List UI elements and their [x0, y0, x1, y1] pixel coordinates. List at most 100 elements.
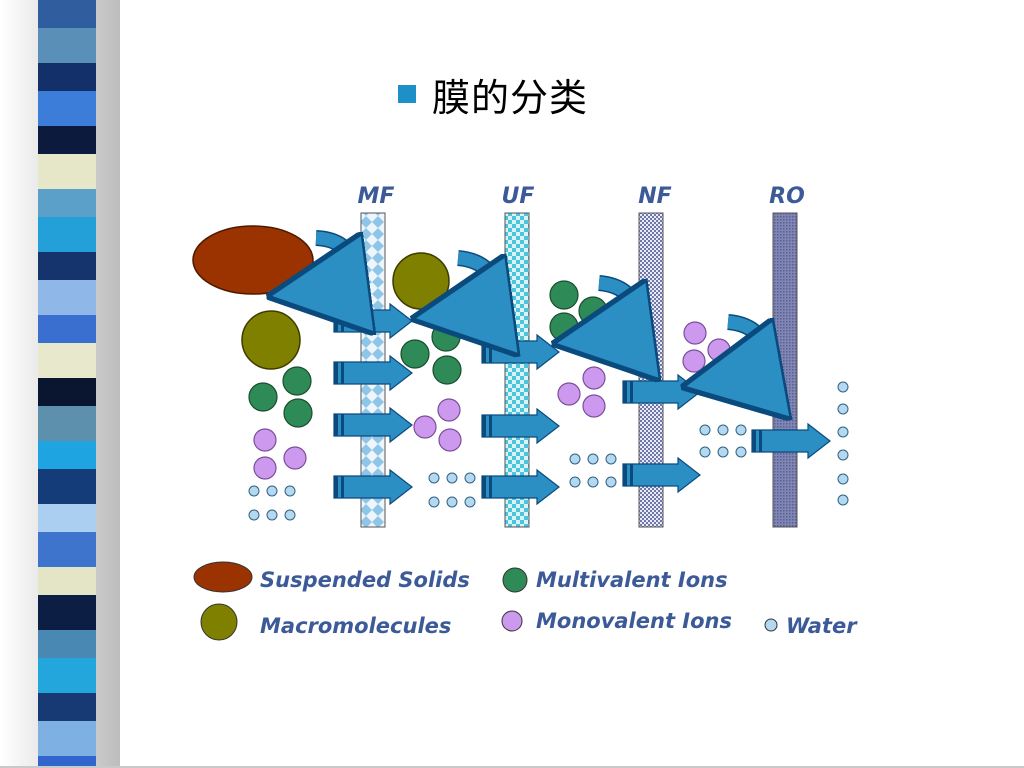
water-molecule — [837, 494, 849, 506]
flow-arrow-tail — [334, 362, 338, 384]
water-molecule — [284, 509, 296, 521]
water-molecule — [699, 446, 711, 458]
monovalent-ion-particle — [683, 321, 707, 345]
membrane-label-uf: UF — [502, 184, 535, 209]
legend-label-monovalent-ions: Monovalent Ions — [536, 609, 732, 633]
flow-arrow-tail — [482, 415, 486, 437]
legend-swatch-water — [764, 618, 778, 632]
macromolecule-particle — [241, 310, 301, 370]
strip-band — [38, 315, 96, 343]
rejection-arrow — [458, 251, 494, 312]
water-molecule — [569, 453, 581, 465]
flow-arrow-tail — [489, 476, 492, 498]
multivalent-ion-particle — [282, 366, 312, 396]
strip-band — [38, 504, 96, 532]
water-molecule — [464, 472, 476, 484]
water-molecule — [837, 473, 849, 485]
water-molecule — [837, 426, 849, 438]
strip-band — [38, 441, 96, 469]
strip-band — [38, 721, 96, 756]
water-molecule — [699, 424, 711, 436]
strip-band — [38, 756, 96, 768]
strip-band — [38, 189, 96, 217]
water-molecule — [837, 449, 849, 461]
flow-arrow — [333, 354, 413, 392]
water-molecule — [464, 496, 476, 508]
flow-arrow-tail — [759, 430, 762, 452]
strip-band — [38, 595, 96, 630]
flow-arrow-tail — [623, 381, 627, 403]
slide-title: 膜的分类 — [398, 66, 588, 122]
flow-arrow-tail — [482, 476, 486, 498]
water-molecule — [837, 403, 849, 415]
membrane-label-mf: MF — [358, 184, 395, 209]
rejection-arrow — [316, 231, 352, 290]
legend: Suspended Solids Multivalent Ions Macrom… — [193, 561, 858, 641]
strip-band — [38, 378, 96, 406]
legend-label-water: Water — [786, 614, 858, 638]
water-molecule — [735, 424, 747, 436]
strip-band — [38, 0, 96, 28]
flow-arrow-tail — [623, 464, 627, 486]
water-molecule — [605, 453, 617, 465]
legend-swatch-macromolecules — [200, 603, 238, 641]
monovalent-ion-particle — [437, 398, 461, 422]
flow-arrow — [333, 406, 413, 444]
water-molecule — [446, 496, 458, 508]
strip-band — [38, 252, 96, 280]
multivalent-ion-particle — [400, 339, 430, 369]
flow-arrow-tail — [334, 414, 338, 436]
water-molecule — [266, 485, 278, 497]
multivalent-ion-particle — [431, 322, 461, 352]
monovalent-ion-particle — [682, 349, 706, 373]
water-molecule — [446, 472, 458, 484]
water-molecule — [717, 424, 729, 436]
monovalent-ion-particle — [253, 428, 277, 452]
decorative-side-strip — [0, 0, 120, 768]
legend-label-macromolecules: Macromolecules — [260, 614, 451, 638]
water-molecule — [717, 446, 729, 458]
water-molecule — [735, 446, 747, 458]
multivalent-ion-particle — [578, 296, 608, 326]
water-molecule — [248, 485, 260, 497]
flow-arrow-tail — [489, 341, 492, 363]
flow-arrow — [333, 468, 413, 506]
water-molecule — [428, 472, 440, 484]
flow-arrow-tail — [630, 464, 633, 486]
water-molecule — [266, 509, 278, 521]
legend-label-multivalent-ions: Multivalent Ions — [536, 568, 728, 592]
monovalent-ion-particle — [707, 338, 731, 362]
flow-arrow — [481, 407, 560, 445]
strip-band — [38, 63, 96, 91]
strip-band — [38, 343, 96, 378]
water-molecule — [587, 476, 599, 488]
flow-arrow-tail — [334, 476, 338, 498]
monovalent-ion-particle — [582, 394, 606, 418]
water-molecule — [428, 496, 440, 508]
legend-swatch-multivalent-ions — [502, 567, 528, 593]
strip-band — [38, 154, 96, 189]
rejection-arrow — [599, 276, 635, 337]
monovalent-ion-particle — [438, 428, 462, 452]
flow-arrow — [751, 422, 831, 460]
strip-band — [38, 280, 96, 315]
flow-arrow — [622, 456, 701, 494]
flow-arrow-tail — [341, 414, 344, 436]
flow-arrow-tail — [489, 415, 492, 437]
monovalent-ion-particle — [253, 456, 277, 480]
multivalent-ion-particle — [248, 382, 278, 412]
membrane-label-nf: NF — [638, 184, 671, 209]
monovalent-ion-particle — [557, 382, 581, 406]
monovalent-ion-particle — [413, 415, 437, 439]
flow-arrow-tail — [752, 430, 756, 452]
flow-arrow-tail — [341, 310, 344, 332]
multivalent-ion-particle — [432, 355, 462, 385]
strip-band — [38, 567, 96, 595]
water-molecule — [248, 509, 260, 521]
legend-swatch-suspended-solids — [193, 561, 253, 593]
flow-arrow-tail — [341, 362, 344, 384]
suspended-solid-particle — [192, 225, 314, 295]
water-molecule — [569, 476, 581, 488]
multivalent-ion-particle — [549, 280, 579, 310]
strip-band — [38, 532, 96, 567]
